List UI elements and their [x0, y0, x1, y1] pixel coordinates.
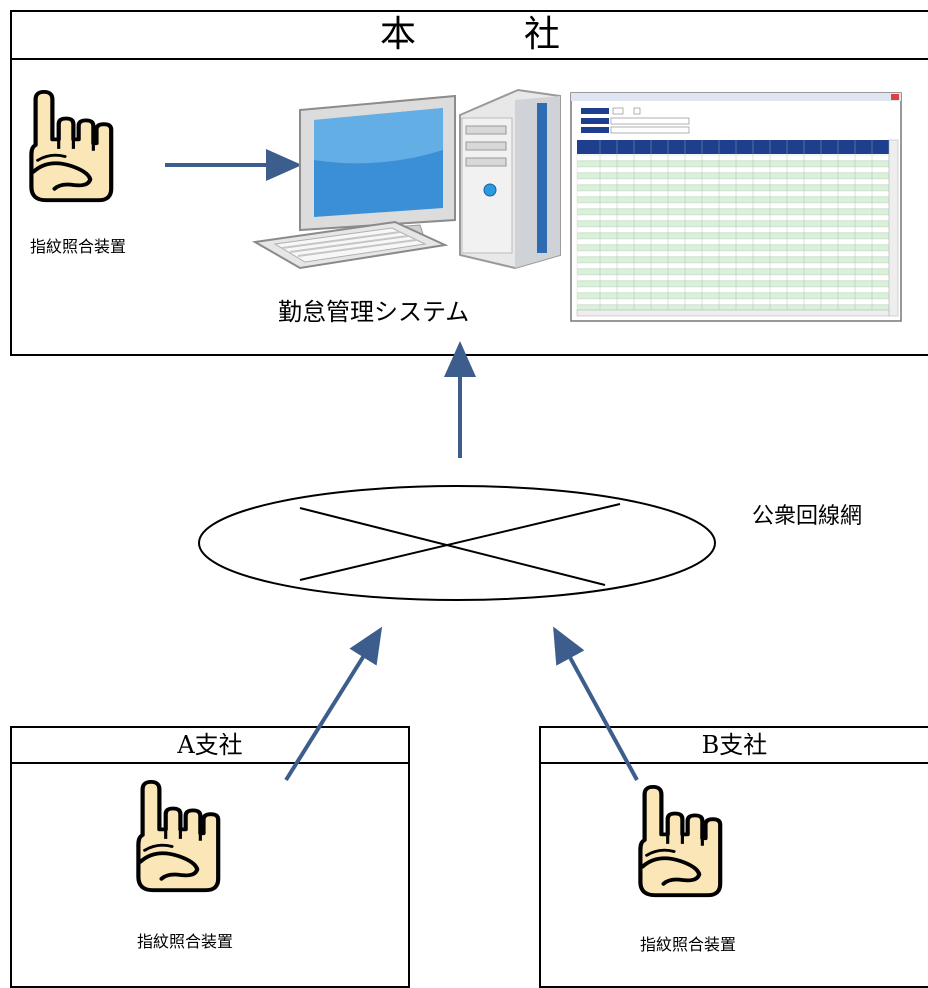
grid-row — [576, 286, 890, 293]
pointing-hand-icon — [31, 92, 111, 200]
grid-row — [576, 220, 890, 227]
grid-row — [576, 166, 890, 173]
branch-b-box: B支社 — [539, 726, 928, 988]
grid-row — [576, 202, 890, 209]
grid-row — [576, 274, 890, 281]
pointing-hand-icon — [640, 787, 720, 895]
network-label: 公衆回線網 — [752, 504, 863, 529]
grid-row — [576, 196, 890, 203]
grid-row — [576, 160, 890, 167]
arrow-branch-a-to-network — [284, 626, 383, 782]
hq-device-label: 指紋照合装置 — [30, 237, 127, 256]
public-network-icon — [198, 485, 716, 601]
system-label: 勤怠管理システム — [278, 298, 470, 326]
grid-row — [576, 250, 890, 257]
hq-title: 本 社 — [12, 12, 928, 60]
grid-row — [576, 256, 890, 263]
grid-row — [576, 214, 890, 221]
grid-row — [576, 304, 890, 311]
grid-row — [576, 280, 890, 287]
grid-row — [576, 226, 890, 233]
branch-a-device-label: 指紋照合装置 — [137, 932, 234, 951]
grid-row — [576, 232, 890, 239]
grid-row — [576, 268, 890, 275]
grid-row — [576, 262, 890, 269]
grid-row — [576, 190, 890, 197]
grid-row — [576, 244, 890, 251]
attendance-window-thumbnail — [570, 92, 902, 322]
pointing-hand-icon — [138, 782, 218, 890]
grid-row — [576, 184, 890, 191]
branch-b-device-label: 指紋照合装置 — [640, 935, 737, 954]
grid-row — [576, 292, 890, 299]
grid-row — [576, 298, 890, 305]
branch-b-title: B支社 — [541, 728, 928, 764]
arrow-branch-b-to-network — [553, 626, 639, 781]
branch-a-title: A支社 — [12, 728, 408, 764]
grid-row — [576, 172, 890, 179]
grid-row — [576, 238, 890, 245]
grid-row — [576, 154, 890, 161]
grid-row — [576, 208, 890, 215]
desktop-computer-icon — [251, 88, 561, 270]
grid-row — [576, 178, 890, 185]
